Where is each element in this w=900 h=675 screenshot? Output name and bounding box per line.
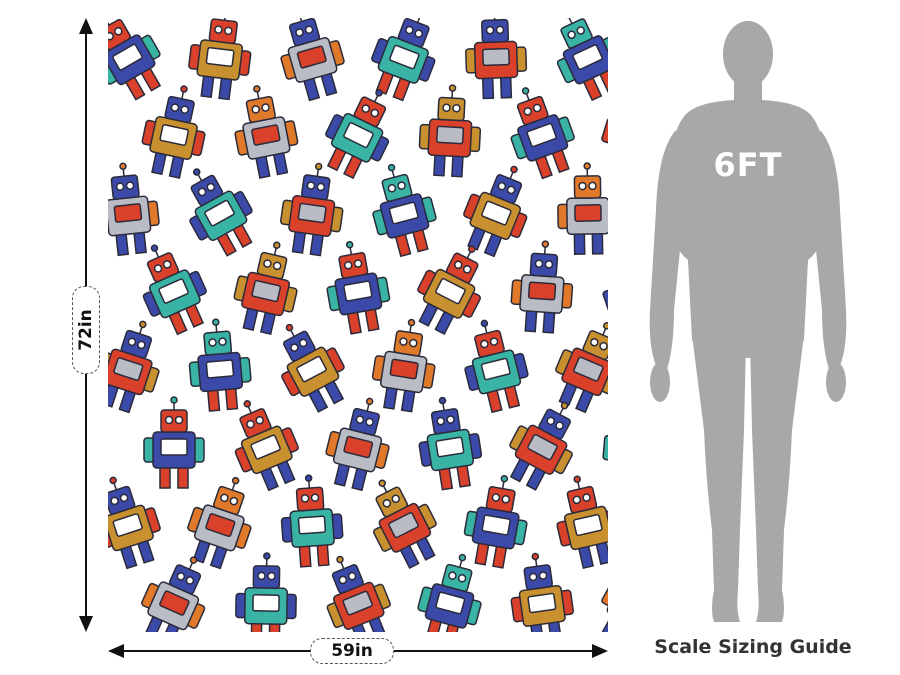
robot-icon	[143, 396, 205, 489]
robot-icon	[108, 476, 161, 570]
robot-icon	[235, 552, 297, 632]
robot-icon	[509, 401, 573, 491]
wallpaper-pattern-panel	[108, 18, 608, 632]
robot-icon	[418, 396, 483, 491]
robot-icon	[417, 553, 482, 632]
robot-icon	[325, 89, 390, 180]
robot-icon	[188, 18, 252, 101]
robot-icon	[326, 555, 391, 632]
robot-icon	[601, 580, 608, 632]
robot-icon	[108, 320, 160, 414]
robot-icon	[371, 318, 436, 413]
robot-icon	[463, 165, 528, 258]
figure-height-label: 6FT	[713, 146, 783, 184]
robot-icon	[279, 162, 344, 257]
scale-guide-title: Scale Sizing Guide	[654, 636, 852, 658]
robot-icon	[465, 18, 528, 100]
robot-icon	[464, 319, 529, 414]
width-label: 59in	[310, 638, 394, 664]
robot-icon	[510, 87, 575, 180]
robot-pattern	[108, 18, 608, 632]
robot-icon	[417, 245, 481, 336]
width-text: 59in	[331, 641, 373, 661]
robot-icon	[189, 168, 253, 257]
robot-icon	[187, 476, 252, 570]
robot-icon	[371, 18, 436, 102]
robot-icon	[141, 85, 206, 179]
robot-icon	[142, 244, 207, 336]
robot-icon	[188, 318, 252, 412]
height-text: 72in	[76, 309, 96, 351]
robot-icon	[108, 162, 160, 257]
robot-icon	[555, 322, 608, 414]
robot-icon	[418, 84, 482, 178]
robot-icon	[280, 18, 345, 102]
robot-icon	[373, 479, 437, 570]
robot-icon	[281, 323, 345, 413]
robot-icon	[557, 162, 608, 256]
height-label: 72in	[72, 286, 100, 374]
robot-icon	[556, 18, 608, 102]
robot-icon	[510, 240, 574, 334]
robot-icon	[556, 475, 608, 570]
robot-icon	[280, 474, 344, 568]
human-silhouette-icon	[649, 21, 847, 622]
robot-icon	[601, 117, 608, 175]
robot-icon	[234, 400, 299, 492]
robot-icon	[463, 474, 528, 569]
robot-icon	[372, 163, 437, 258]
robot-icon	[510, 552, 575, 632]
robot-icon	[326, 240, 391, 335]
robot-icon	[325, 397, 390, 492]
robot-icon	[141, 556, 206, 632]
robot-icon	[108, 18, 162, 101]
robot-icon	[233, 241, 298, 336]
robot-icon	[602, 434, 608, 461]
robot-icon	[234, 85, 299, 179]
robot-icon	[602, 289, 608, 315]
